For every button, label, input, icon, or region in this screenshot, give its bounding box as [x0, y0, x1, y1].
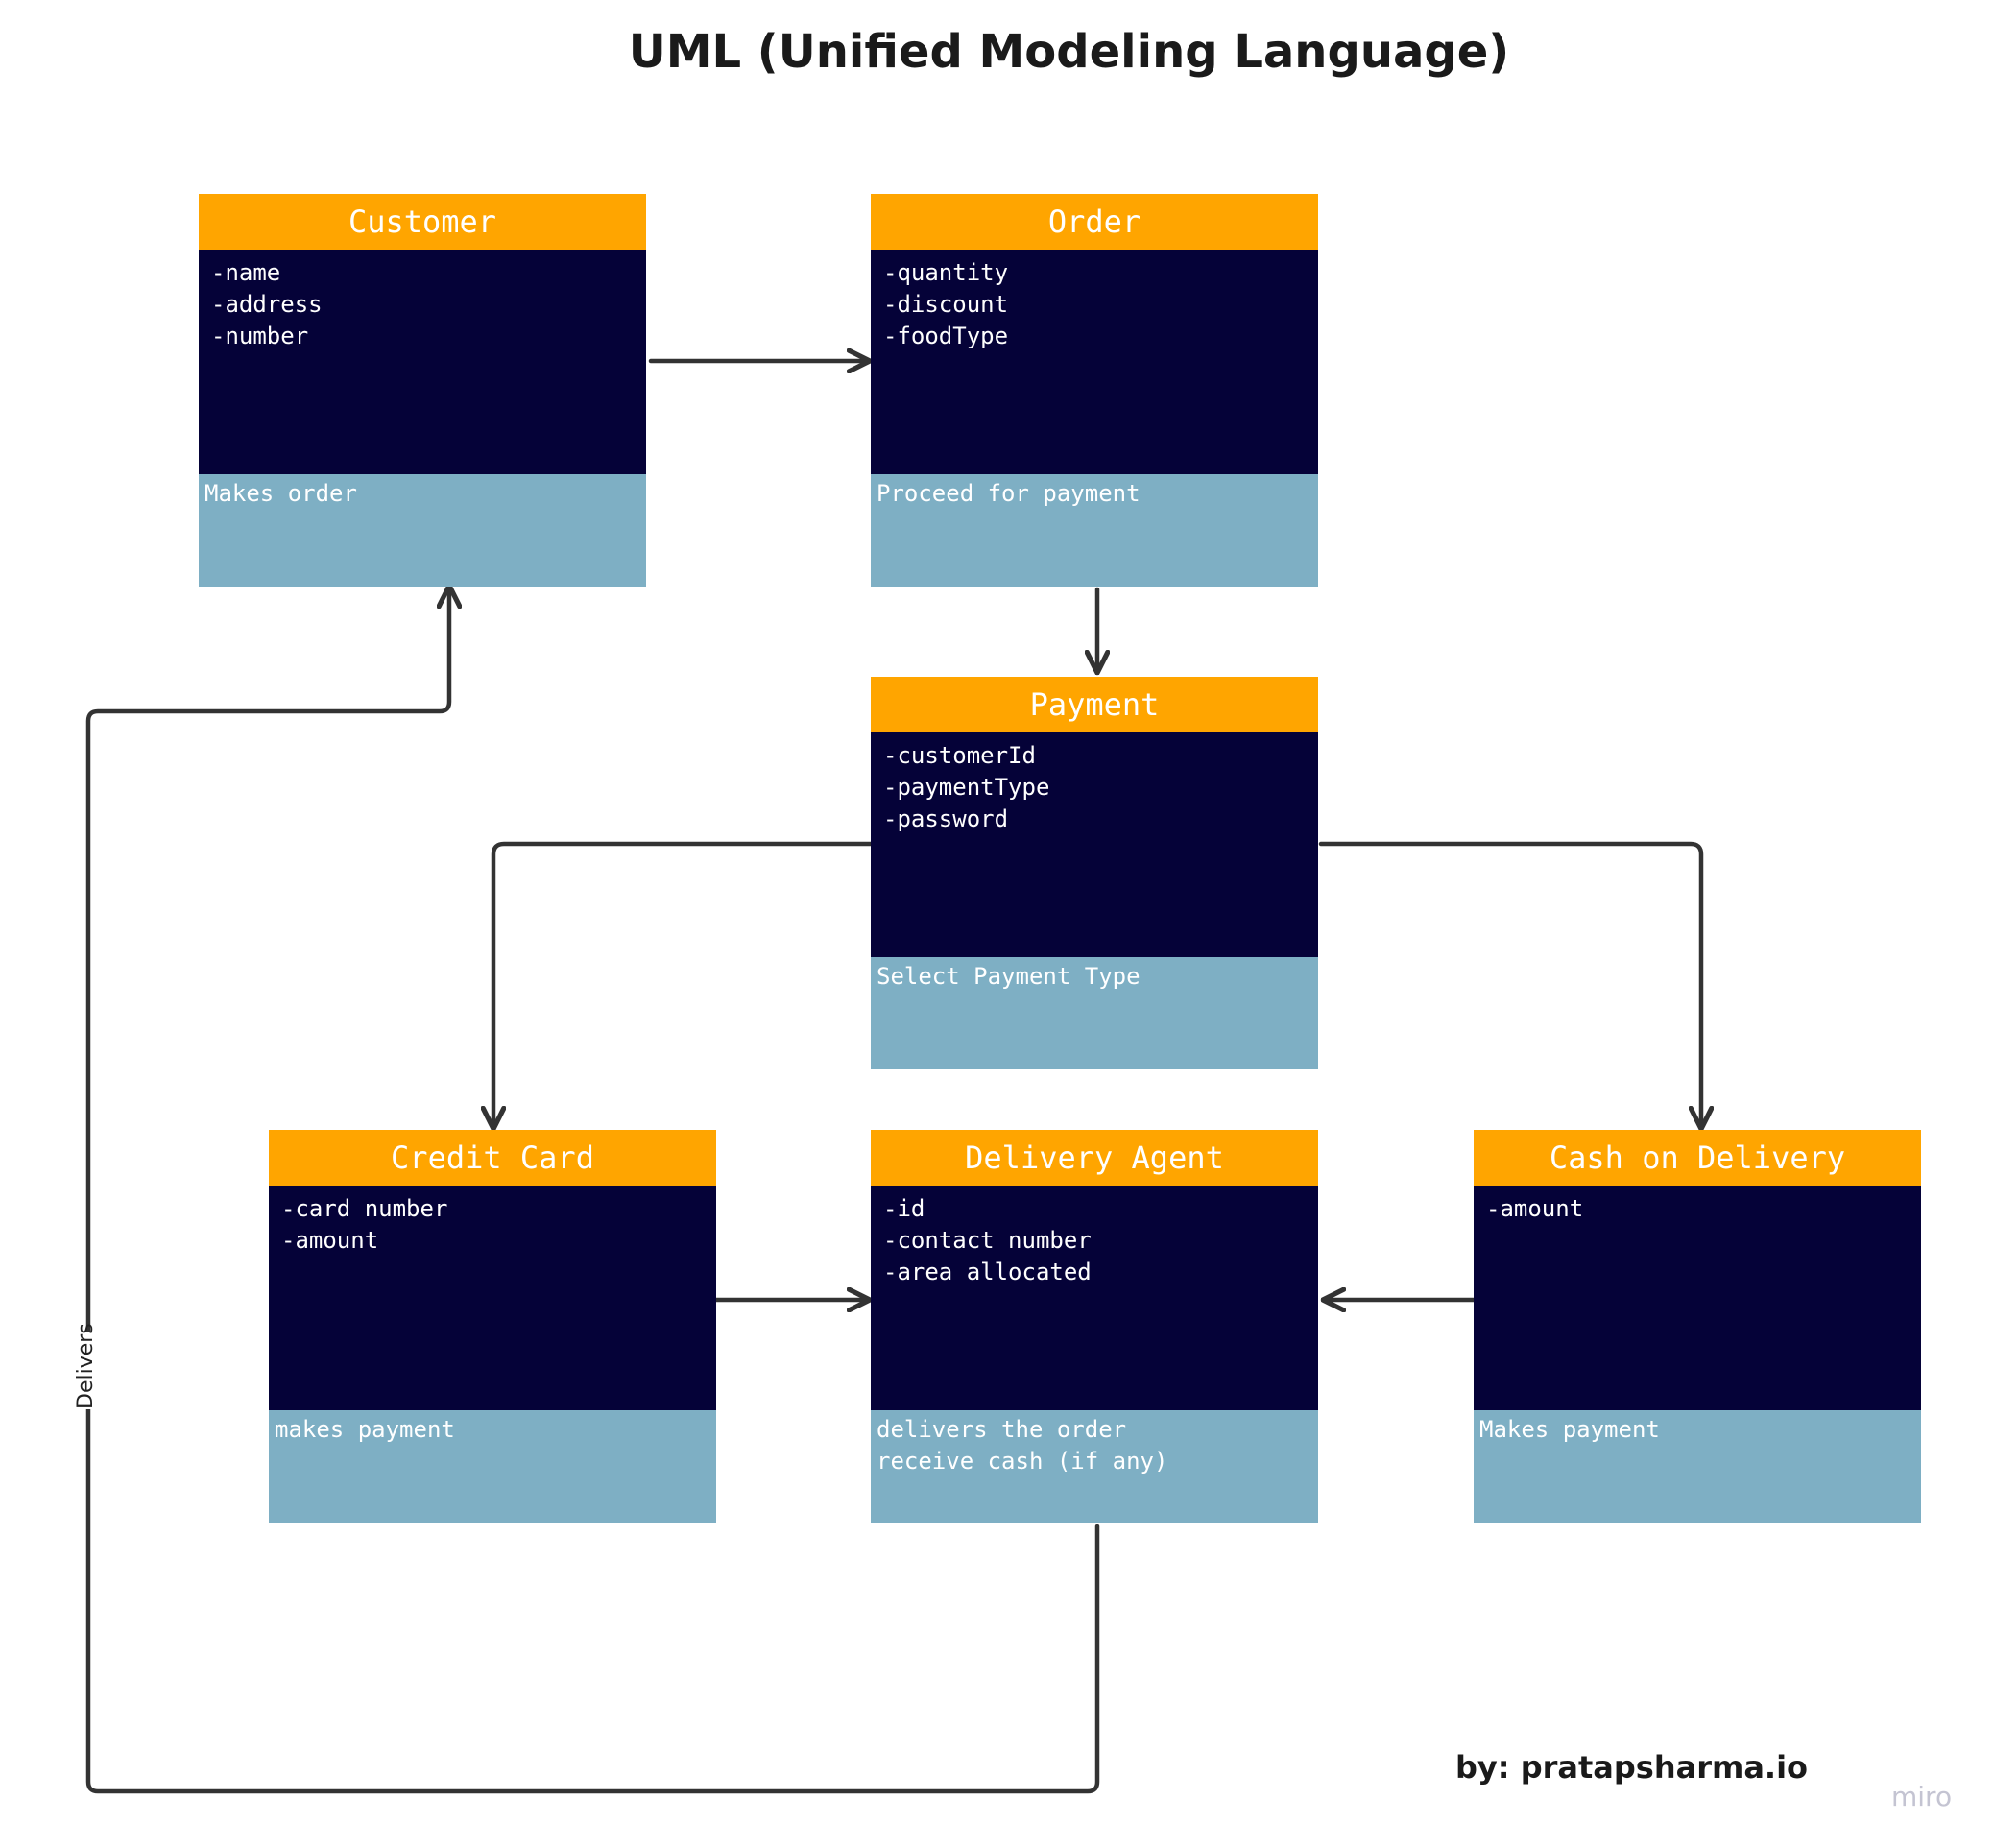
arrow-payment-to-credit-card	[493, 841, 874, 1132]
diagram-title: UML (Unified Modeling Language)	[628, 25, 1510, 79]
class-name: Credit Card	[269, 1130, 716, 1186]
attribute: -address	[211, 291, 323, 318]
attribute: -area allocated	[883, 1259, 1092, 1285]
attribute: -foodType	[883, 323, 1009, 349]
operation: receive cash (if any)	[877, 1448, 1168, 1475]
attribute: -id	[883, 1195, 925, 1222]
attribute: -amount	[1486, 1195, 1584, 1222]
operation: Makes order	[204, 480, 357, 507]
class-attributes: -card number -amount	[269, 1186, 716, 1410]
arrow-delivery-agent-to-customer	[85, 583, 1100, 1794]
class-operations: delivers the order receive cash (if any)	[871, 1410, 1318, 1523]
class-name: Cash on Delivery	[1474, 1130, 1921, 1186]
class-attributes: -amount	[1474, 1186, 1921, 1410]
attribute: -password	[883, 805, 1009, 832]
class-operations: Makes order	[199, 474, 646, 587]
class-operations: makes payment	[269, 1410, 716, 1523]
class-name: Delivery Agent	[871, 1130, 1318, 1186]
class-operations: Makes payment	[1474, 1410, 1921, 1523]
attribute: -name	[211, 259, 281, 286]
class-attributes: -id -contact number -area allocated	[871, 1186, 1318, 1410]
class-box-order: Order -quantity -discount -foodType Proc…	[871, 194, 1318, 587]
class-attributes: -customerId -paymentType -password	[871, 732, 1318, 957]
class-attributes: -quantity -discount -foodType	[871, 250, 1318, 474]
author-credit: by: pratapsharma.io	[1455, 1749, 1809, 1786]
class-operations: Proceed for payment	[871, 474, 1318, 587]
class-name: Order	[871, 194, 1318, 250]
class-box-payment: Payment -customerId -paymentType -passwo…	[871, 677, 1318, 1069]
attribute: -number	[211, 323, 309, 349]
attribute: -customerId	[883, 742, 1036, 769]
operation: delivers the order	[877, 1416, 1127, 1443]
class-attributes: -name -address -number	[199, 250, 646, 474]
class-box-credit-card: Credit Card -card number -amount makes p…	[269, 1130, 716, 1523]
class-box-delivery-agent: Delivery Agent -id -contact number -area…	[871, 1130, 1318, 1523]
class-box-customer: Customer -name -address -number Makes or…	[199, 194, 646, 587]
relationship-label-delivers: Delivers	[67, 1323, 106, 1409]
operation: makes payment	[275, 1416, 455, 1443]
attribute: -card number	[281, 1195, 448, 1222]
class-operations: Select Payment Type	[871, 957, 1318, 1069]
miro-watermark: miro	[1891, 1781, 1953, 1812]
attribute: -amount	[281, 1227, 379, 1254]
class-name: Customer	[199, 194, 646, 250]
operation: Proceed for payment	[877, 480, 1141, 507]
attribute: -paymentType	[883, 774, 1050, 801]
class-name: Payment	[871, 677, 1318, 732]
operation: Select Payment Type	[877, 963, 1141, 990]
arrow-payment-to-cash-on-delivery	[1318, 841, 1701, 1132]
attribute: -quantity	[883, 259, 1009, 286]
operation: Makes payment	[1479, 1416, 1660, 1443]
class-box-cash-on-delivery: Cash on Delivery -amount Makes payment	[1474, 1130, 1921, 1523]
attribute: -contact number	[883, 1227, 1092, 1254]
attribute: -discount	[883, 291, 1009, 318]
